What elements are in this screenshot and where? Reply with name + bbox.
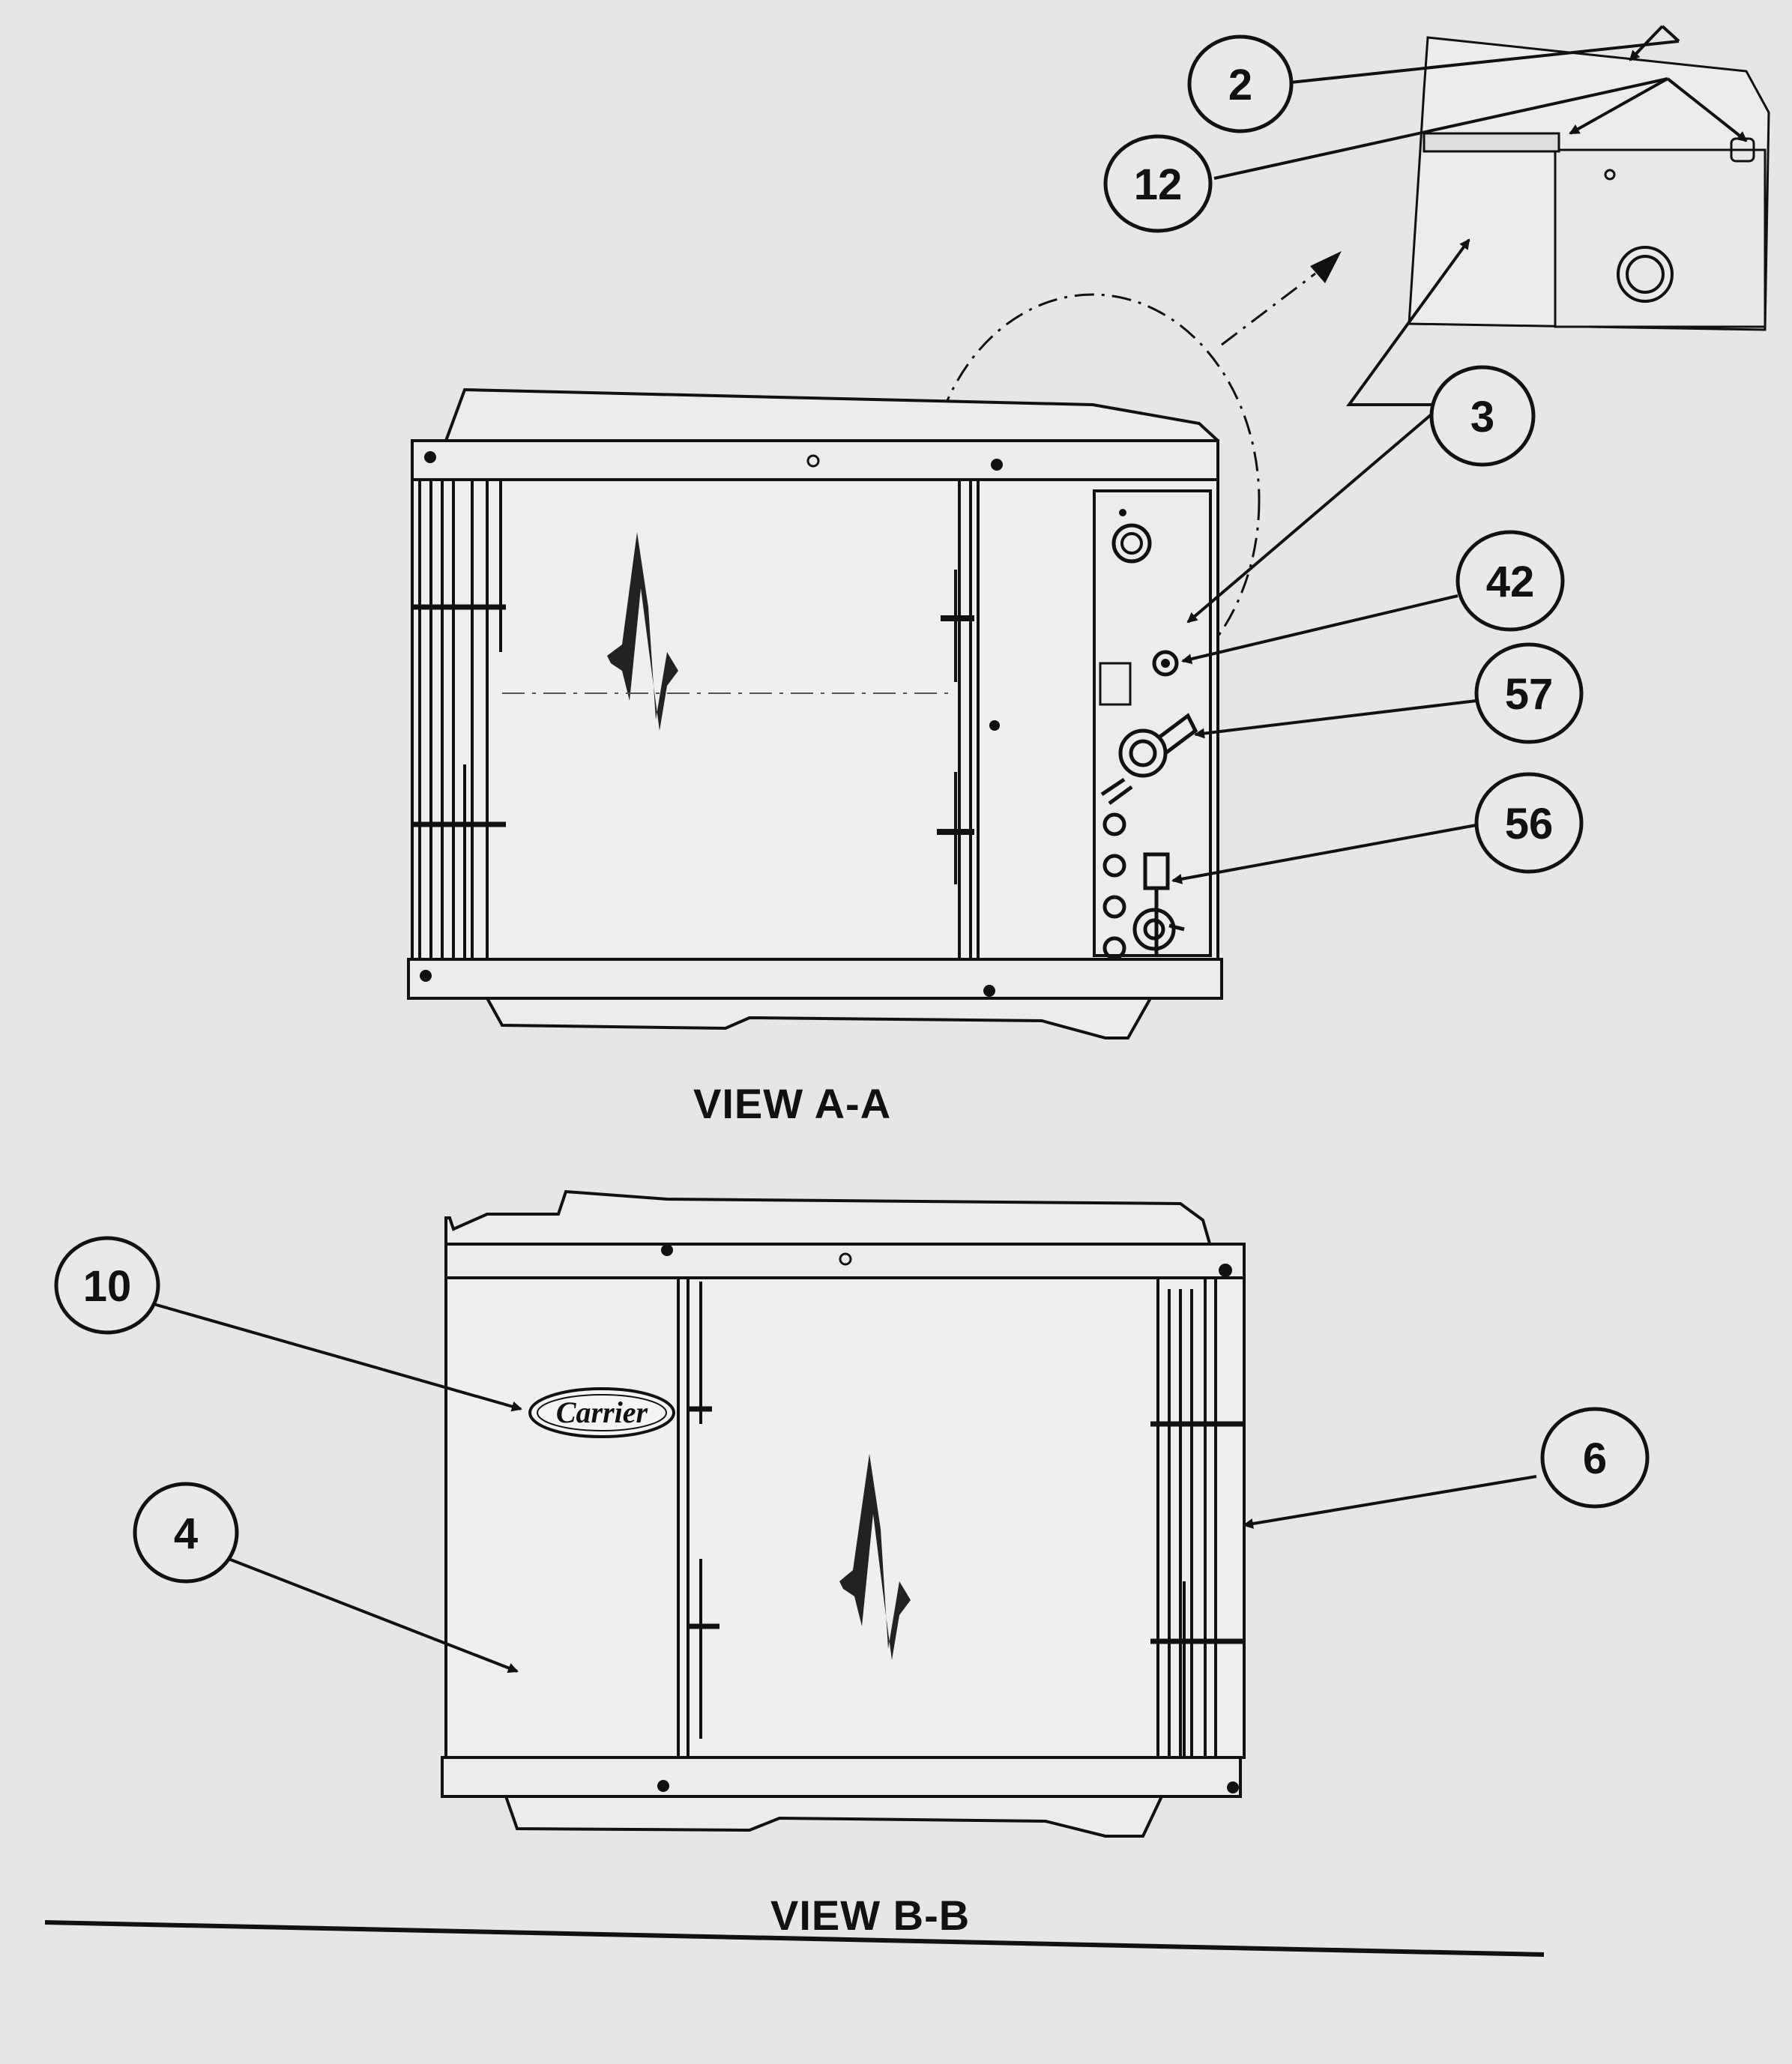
view-b-base bbox=[504, 1795, 1165, 1838]
detail-inset-panel bbox=[1554, 148, 1767, 328]
svg-text:6: 6 bbox=[1583, 1434, 1607, 1483]
view-a-fitting-42 bbox=[1152, 650, 1179, 677]
view-a-center-post bbox=[937, 480, 980, 959]
leader-6 bbox=[1243, 1475, 1537, 1529]
callout-2: 2 bbox=[1187, 34, 1294, 133]
view-a-top-screw-mid bbox=[806, 454, 820, 468]
leader-12-a bbox=[1213, 77, 1668, 180]
view-b-body bbox=[444, 1276, 1246, 1759]
leader-56 bbox=[1171, 823, 1481, 884]
view-a-panel-dot bbox=[1119, 509, 1126, 516]
leader-2-tail bbox=[1629, 25, 1664, 61]
view-a-base bbox=[484, 997, 1153, 1039]
view-a-panel-label bbox=[1099, 662, 1132, 706]
view-a-bottom-rail bbox=[407, 958, 1223, 1000]
svg-text:10: 10 bbox=[83, 1262, 132, 1311]
callout-12: 12 bbox=[1103, 134, 1213, 233]
leader-57 bbox=[1194, 699, 1477, 739]
leader-42 bbox=[1181, 594, 1458, 665]
svg-text:42: 42 bbox=[1486, 558, 1535, 606]
detail-leader-line bbox=[1221, 272, 1316, 346]
detail-inset-bracket bbox=[1423, 132, 1560, 153]
svg-text:12: 12 bbox=[1134, 160, 1183, 209]
view-b-bottom-screw-mid bbox=[657, 1780, 669, 1792]
callout-4: 4 bbox=[133, 1482, 239, 1584]
view-b-right-coil-guard bbox=[1150, 1278, 1244, 1757]
svg-text:57: 57 bbox=[1505, 670, 1554, 719]
view-a-service-valve-57 bbox=[1100, 713, 1198, 806]
detail-inset bbox=[1408, 36, 1770, 331]
leader-12-b bbox=[1569, 77, 1668, 135]
detail-inset-small-hole bbox=[1604, 169, 1616, 181]
view-a-fitting-42-core bbox=[1161, 659, 1170, 668]
bottom-separator-line bbox=[44, 1920, 1545, 1957]
callout-57: 57 bbox=[1474, 642, 1584, 744]
callout-42: 42 bbox=[1455, 530, 1565, 632]
view-b-left-post bbox=[677, 1278, 719, 1757]
view-b-bottom-rail bbox=[441, 1756, 1242, 1798]
view-b-top-screw-mid bbox=[839, 1252, 852, 1266]
view-a-body bbox=[411, 478, 1219, 961]
view-a-bottom-screw-left bbox=[420, 970, 432, 982]
carrier-logo: Carrier bbox=[528, 1387, 675, 1438]
detail-leader-arrowhead bbox=[1310, 251, 1342, 283]
leader-2-b bbox=[1661, 25, 1680, 43]
unit-view-a bbox=[407, 387, 1223, 1039]
view-a-service-valve-56 bbox=[1132, 852, 1185, 956]
svg-text:56: 56 bbox=[1505, 800, 1554, 848]
leader-lines bbox=[153, 25, 1748, 1674]
view-b-wave-logo-icon bbox=[839, 1454, 911, 1660]
view-b-bottom-screw-right bbox=[1227, 1781, 1239, 1793]
callout-6: 6 bbox=[1540, 1407, 1650, 1509]
view-b-top-screw-right bbox=[1219, 1264, 1232, 1277]
leader-10 bbox=[153, 1303, 522, 1412]
view-a-title: VIEW A-A bbox=[693, 1080, 892, 1127]
view-a-top-rail bbox=[411, 439, 1219, 481]
leader-2-a bbox=[1290, 40, 1680, 84]
view-a-body-screw bbox=[989, 720, 1000, 731]
carrier-logo-text: Carrier bbox=[556, 1395, 648, 1429]
leader-4 bbox=[228, 1557, 519, 1674]
leader-12-c bbox=[1666, 77, 1748, 142]
callout-56: 56 bbox=[1474, 772, 1584, 874]
view-a-panel-port-outer bbox=[1111, 523, 1152, 564]
detail-inset-port-outer bbox=[1617, 246, 1674, 303]
view-b-top-rail bbox=[444, 1243, 1246, 1279]
svg-text:2: 2 bbox=[1228, 61, 1252, 109]
detail-inset-port-inner bbox=[1626, 255, 1665, 294]
view-a-wave-logo-icon bbox=[607, 532, 678, 731]
view-a-top-screw-left bbox=[424, 451, 436, 463]
view-b-top-screw-left bbox=[661, 1244, 673, 1256]
svg-text:3: 3 bbox=[1470, 393, 1494, 441]
unit-view-b: Carrier bbox=[441, 1189, 1246, 1838]
detail-callout-circle bbox=[925, 251, 1342, 708]
view-a-left-coil-guard bbox=[412, 480, 506, 959]
view-a-panel-port-inner bbox=[1120, 532, 1143, 555]
leader-3-up bbox=[1346, 238, 1470, 406]
svg-text:4: 4 bbox=[174, 1509, 198, 1558]
view-a-bottom-screw-mid bbox=[983, 985, 995, 997]
view-b-title: VIEW B-B bbox=[770, 1892, 971, 1939]
callout-10: 10 bbox=[54, 1236, 160, 1335]
view-a-top-screw-right bbox=[991, 459, 1003, 471]
detail-dashed-ellipse bbox=[925, 293, 1261, 708]
leader-3-down bbox=[1186, 403, 1444, 624]
callout-3: 3 bbox=[1429, 365, 1536, 467]
